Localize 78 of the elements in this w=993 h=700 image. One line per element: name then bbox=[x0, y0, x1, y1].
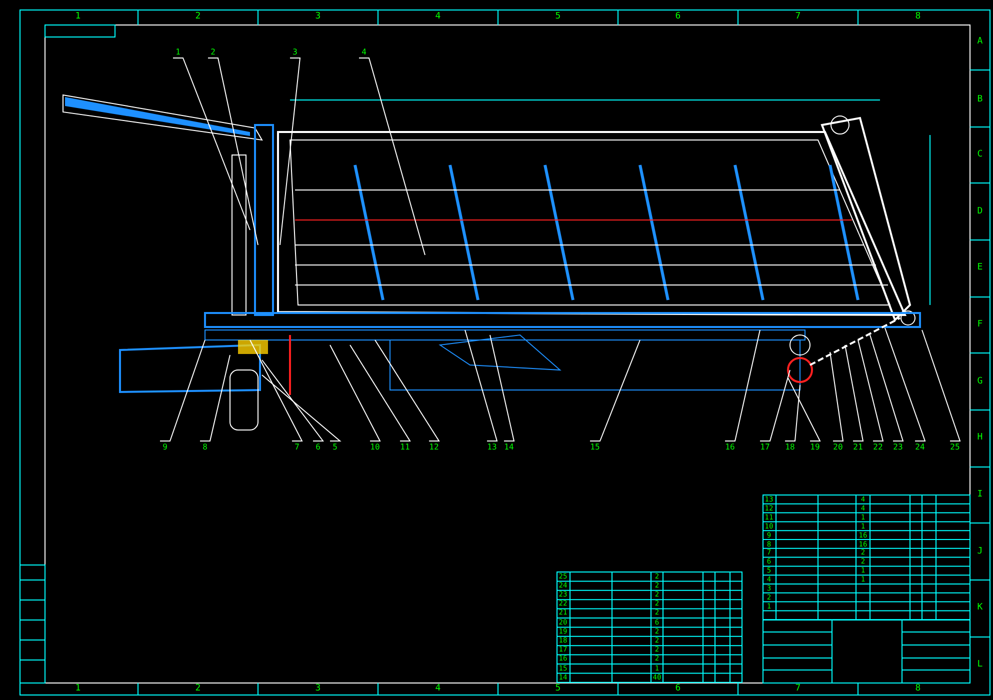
grid-label: 2 bbox=[195, 684, 201, 694]
grid-label: 1 bbox=[75, 684, 81, 694]
grid-label: E bbox=[977, 264, 983, 272]
leader-line bbox=[490, 334, 515, 442]
grid-label: 1 bbox=[75, 12, 81, 22]
grid-label: J bbox=[977, 548, 983, 556]
callout-number: 20 bbox=[833, 442, 843, 452]
grid-label: 8 bbox=[915, 684, 921, 694]
leader-line bbox=[160, 340, 206, 442]
callout-number: 12 bbox=[429, 442, 439, 452]
callout-number: 14 bbox=[504, 442, 514, 452]
leader-line bbox=[590, 340, 640, 442]
callout-number: 24 bbox=[915, 442, 925, 452]
grid-label: G bbox=[977, 378, 983, 386]
leader-line bbox=[350, 344, 411, 442]
grid-label: 7 bbox=[795, 684, 801, 694]
leader-line bbox=[250, 340, 303, 442]
grid-label: 6 bbox=[675, 12, 681, 22]
callout-number: 9 bbox=[162, 442, 168, 452]
leader-line bbox=[922, 330, 961, 442]
callout-number: 22 bbox=[873, 442, 883, 452]
leader-line bbox=[844, 344, 864, 442]
callout-number: 6 bbox=[316, 442, 320, 452]
leader-line bbox=[760, 370, 790, 442]
callout-number: 18 bbox=[785, 442, 795, 452]
grid-label: K bbox=[977, 604, 983, 612]
leader-line bbox=[330, 344, 381, 442]
grid-label: B bbox=[977, 96, 983, 104]
leader-line bbox=[172, 58, 250, 230]
callout-number: 1 bbox=[176, 48, 180, 56]
callout-number: 7 bbox=[294, 442, 300, 452]
grid-label: 6 bbox=[675, 684, 681, 694]
leader-line bbox=[830, 352, 844, 442]
callout-number: 15 bbox=[590, 442, 600, 452]
callout-number: 5 bbox=[332, 442, 338, 452]
grid-label: F bbox=[977, 320, 983, 330]
grid-label: H bbox=[977, 434, 983, 442]
leader-line bbox=[884, 328, 926, 442]
leader-line bbox=[788, 378, 821, 442]
grid-label: 5 bbox=[555, 12, 561, 22]
grid-label: 2 bbox=[195, 12, 201, 22]
grid-label: D bbox=[977, 208, 983, 216]
leader-line bbox=[374, 340, 440, 442]
callout-number: 8 bbox=[202, 442, 208, 452]
grid-label: 5 bbox=[555, 684, 561, 694]
leader-line bbox=[870, 334, 904, 442]
grid-label: 4 bbox=[435, 684, 441, 694]
leader-line bbox=[858, 340, 884, 442]
callout-number: 4 bbox=[362, 48, 366, 56]
leader-line bbox=[358, 58, 426, 256]
callout-number: 13 bbox=[487, 442, 497, 452]
grid-label: I bbox=[977, 490, 983, 500]
callout-number: 21 bbox=[853, 442, 863, 452]
callout-number: 16 bbox=[725, 442, 735, 452]
grid-label: L bbox=[977, 660, 983, 670]
grid-label: A bbox=[977, 38, 983, 46]
leader-line bbox=[262, 360, 324, 442]
grid-label: C bbox=[977, 150, 983, 160]
leader-line bbox=[208, 58, 258, 246]
leader-line bbox=[200, 354, 230, 442]
callout-number: 2 bbox=[210, 48, 216, 56]
leader-line bbox=[784, 384, 800, 442]
leader-line bbox=[724, 330, 760, 442]
callout-number: 25 bbox=[950, 442, 960, 452]
callout-number: 17 bbox=[760, 442, 770, 452]
callout-number: 19 bbox=[810, 442, 820, 452]
leader-line bbox=[280, 58, 301, 246]
callout-number: 10 bbox=[370, 442, 380, 452]
grid-label: 7 bbox=[795, 12, 801, 22]
callout-number: 11 bbox=[400, 442, 410, 452]
grid-label: 3 bbox=[315, 684, 321, 694]
grid-label: 4 bbox=[435, 12, 441, 22]
grid-label: 3 bbox=[315, 12, 321, 22]
leader-line bbox=[464, 330, 498, 442]
callout-number: 3 bbox=[292, 48, 298, 56]
grid-label: 8 bbox=[915, 12, 921, 22]
leader-line bbox=[262, 374, 342, 442]
callout-number: 23 bbox=[893, 442, 903, 452]
